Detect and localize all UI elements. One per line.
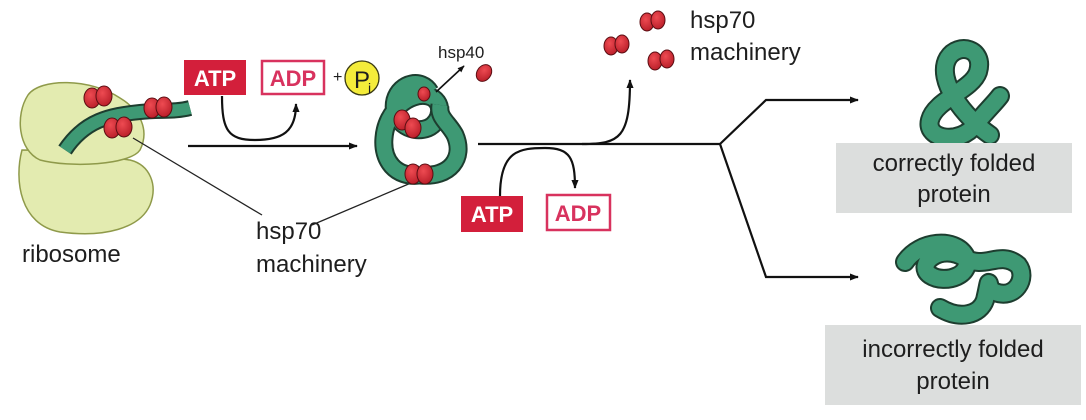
correct-label-line2: protein [917,181,990,208]
ribosome-shape [18,81,154,235]
incorrect-label-line1: incorrectly folded [862,336,1043,363]
atp-box-bottom: ATP [461,196,523,232]
correct-outcome-box: correctly folded protein [836,143,1072,213]
incorrectly-folded-protein-shape [895,233,1032,325]
correctly-folded-protein-shape [919,39,1010,148]
hsp70-label-left: hsp70 [256,218,321,245]
adp-box-bottom: ADP [545,193,612,232]
machinery-label-left: machinery [256,251,367,278]
branch-arrow-incorrect [718,143,859,281]
hsp70-pointer-line [132,137,263,216]
adp-box-top: ADP [260,59,326,96]
hsp70-release-curve [581,79,634,146]
hsp40-release-arrow [435,65,465,93]
phosphate-icon: P i [344,60,380,96]
adp-label: ADP [555,201,601,226]
pi-label: P [354,67,370,94]
hsp70-label-right: hsp70 [690,7,755,34]
atp-label: ATP [194,66,236,91]
incorrect-label-line2: protein [916,368,989,395]
plus-sign: + [333,69,342,86]
adp-label: ADP [270,66,316,91]
released-hsp70-cluster [603,10,675,71]
hsp40-molecule [475,64,493,82]
hsp40-label: hsp40 [438,43,484,62]
branch-arrow-correct [719,96,859,145]
atp-label: ATP [471,202,513,227]
hsp70-pointer-line [311,179,419,226]
folding-intermediate [374,74,468,185]
machinery-label-right: machinery [690,39,801,66]
nascent-chain [58,100,193,155]
hsp70-on-nascent-chain [83,85,173,139]
atp-exchange-curve [498,146,579,197]
atp-hydrolysis-curve [220,95,300,142]
pi-subscript: i [368,80,371,96]
atp-box-top: ATP [184,60,246,95]
correct-label-line1: correctly folded [873,150,1036,177]
ribosome-label: ribosome [22,241,121,268]
incorrect-outcome-box: incorrectly folded protein [825,325,1081,405]
